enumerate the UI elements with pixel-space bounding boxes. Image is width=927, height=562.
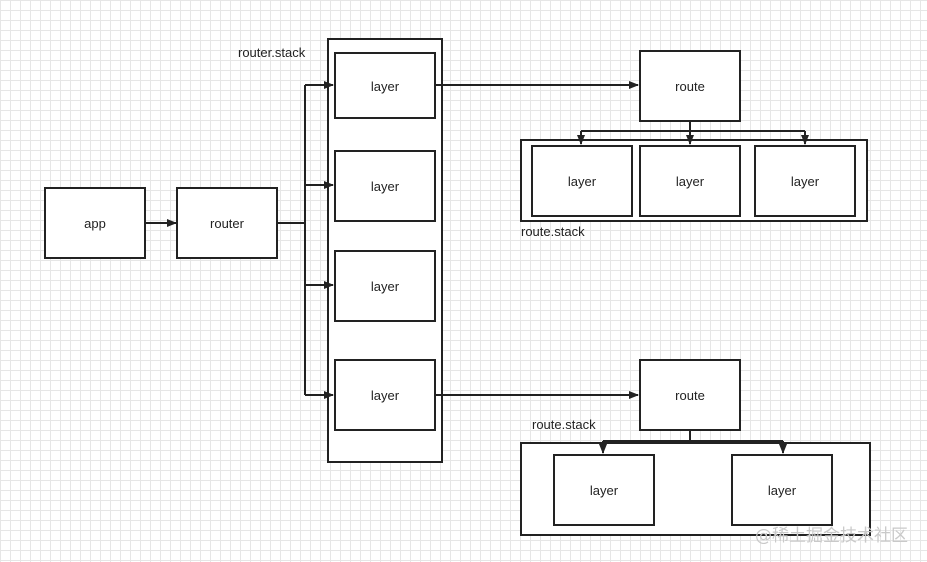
route-bottom-stack-label: route.stack: [532, 417, 596, 432]
router-node: router: [176, 187, 278, 259]
router-layer-1-label: layer: [371, 79, 400, 94]
app-node: app: [44, 187, 146, 259]
router-layer-3-label: layer: [371, 279, 400, 294]
route-top-layer-2: layer: [639, 145, 741, 217]
route-top-layer-1-label: layer: [568, 174, 597, 189]
router-layer-3: layer: [334, 250, 436, 322]
router-label: router: [210, 216, 245, 231]
route-top-layer-3: layer: [754, 145, 856, 217]
router-layer-2-label: layer: [371, 179, 400, 194]
route-bottom-label: route: [675, 388, 705, 403]
watermark-text: @稀土掘金技术社区: [755, 526, 908, 546]
router-layer-4-label: layer: [371, 388, 400, 403]
route-bottom-layer-2-label: layer: [768, 483, 797, 498]
route-top-layer-2-label: layer: [676, 174, 705, 189]
router-layer-2: layer: [334, 150, 436, 222]
router-layer-4: layer: [334, 359, 436, 431]
route-top-layer-3-label: layer: [791, 174, 820, 189]
route-top-stack-label: route.stack: [521, 224, 585, 239]
app-label: app: [84, 216, 106, 231]
route-bottom-layer-1: layer: [553, 454, 655, 526]
route-top-layer-1: layer: [531, 145, 633, 217]
router-stack-label: router.stack: [238, 45, 306, 60]
route-bottom-layer-1-label: layer: [590, 483, 619, 498]
route-top-label: route: [675, 79, 705, 94]
router-layer-1: layer: [334, 52, 436, 119]
route-bottom-layer-2: layer: [731, 454, 833, 526]
route-top-node: route: [639, 50, 741, 122]
route-bottom-node: route: [639, 359, 741, 431]
